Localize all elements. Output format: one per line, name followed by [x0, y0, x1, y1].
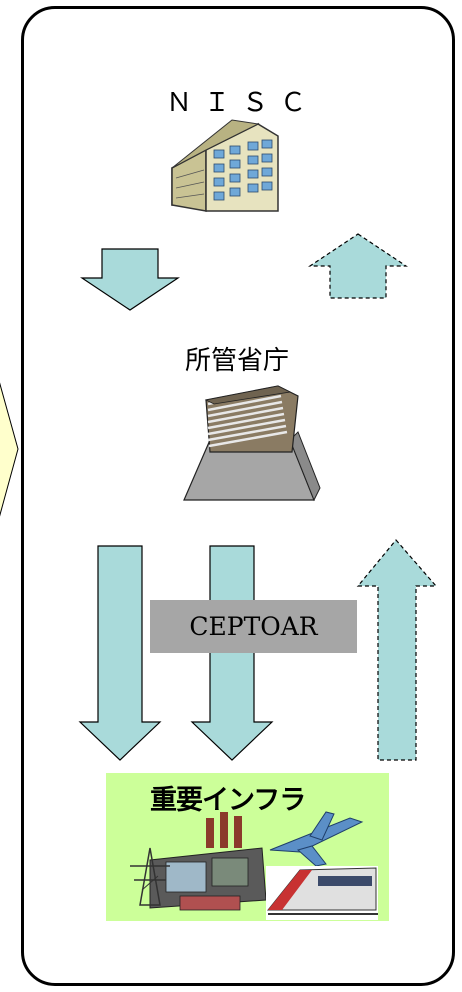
ministry-label: 所管省庁	[184, 346, 289, 376]
up-arrow-small-dashed	[308, 233, 408, 299]
nisc-label: ＮＩＳＣ	[165, 88, 318, 118]
ceptoar-label: CEPTOAR	[189, 612, 318, 641]
ceptoar-box	[150, 600, 357, 653]
down-arrow-small	[80, 248, 180, 311]
up-arrow-large-dashed	[356, 539, 438, 761]
down-arrow-left	[78, 545, 162, 761]
ministry-tower-icon	[183, 385, 321, 502]
left-pentagon-shape	[0, 382, 19, 517]
office-building-icon	[171, 119, 279, 212]
down-arrow-middle	[190, 545, 274, 761]
critical-infrastructure-label: 重要インフラ	[150, 785, 306, 816]
